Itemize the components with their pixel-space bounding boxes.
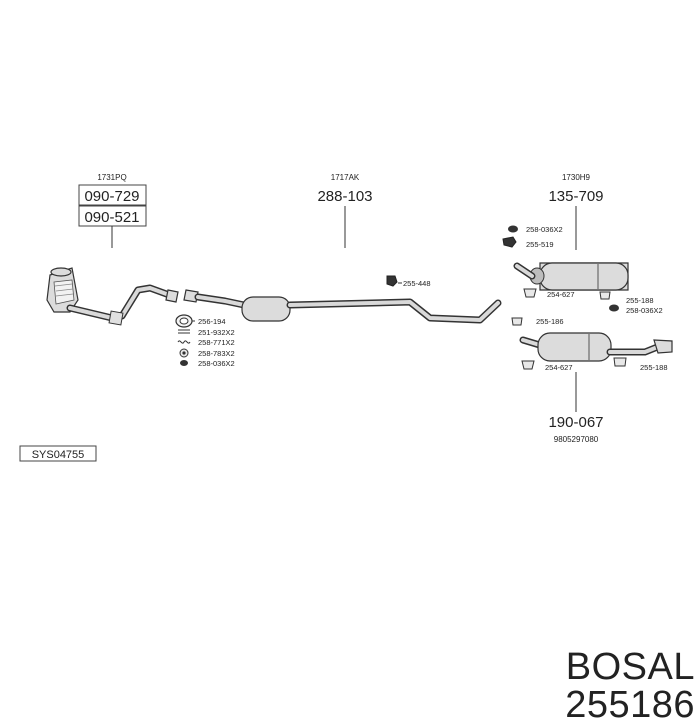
upper-rear-small-parts: [502, 225, 619, 312]
brand-part-number: 255186: [565, 684, 695, 726]
middle-silencer: [241, 296, 291, 322]
part-number-rear: 190-067: [548, 414, 603, 431]
small-part-12: 255-186: [536, 317, 564, 326]
small-part-11: 258-036X2: [626, 306, 663, 315]
small-part-13: 254-627: [545, 363, 573, 372]
part-number-right-top: 135-709: [548, 188, 603, 205]
system-code: SYS04755: [32, 449, 85, 461]
ref-code-rear: 9805297080: [554, 435, 599, 444]
small-part-1: 256-194: [198, 317, 226, 326]
small-part-6: 255-448: [403, 279, 431, 288]
small-part-3: 258-771X2: [198, 338, 235, 347]
brand-part-caption: BOSAL 255186: [425, 648, 695, 724]
small-part-4: 258-783X2: [198, 349, 235, 358]
small-part-10: 255-188: [626, 296, 654, 305]
ref-code-left: 1731PQ: [97, 173, 126, 182]
small-part-5: 258-036X2: [198, 359, 235, 368]
small-part-8: 255-519: [526, 240, 554, 249]
front-pipe: [66, 284, 179, 326]
middle-mount-255-448: [386, 275, 402, 287]
part-number-front-bottom: 090-521: [84, 209, 139, 226]
front-small-parts: [175, 314, 195, 366]
rear-small-parts: [511, 317, 627, 370]
part-number-middle: 288-103: [317, 188, 372, 205]
rear-silencer: [519, 332, 673, 362]
part-box-front-top: [78, 184, 147, 206]
system-code-box: [19, 445, 97, 462]
small-part-14: 255-188: [640, 363, 668, 372]
small-part-2: 251-932X2: [198, 328, 235, 337]
exhaust-diagram: 1731PQ 1717AK 1730H9 090-729 090-521 288…: [19, 173, 673, 462]
catalytic-converter: [46, 267, 79, 313]
ref-code-middle: 1717AK: [331, 173, 360, 182]
brand-name: BOSAL: [565, 646, 695, 688]
ref-code-right: 1730H9: [562, 173, 591, 182]
part-number-front-top: 090-729: [84, 188, 139, 205]
upper-rear-silencer: [513, 262, 629, 291]
middle-pipe: [183, 289, 502, 324]
small-part-7: 258-036X2: [526, 225, 563, 234]
small-part-9: 254-627: [547, 290, 575, 299]
